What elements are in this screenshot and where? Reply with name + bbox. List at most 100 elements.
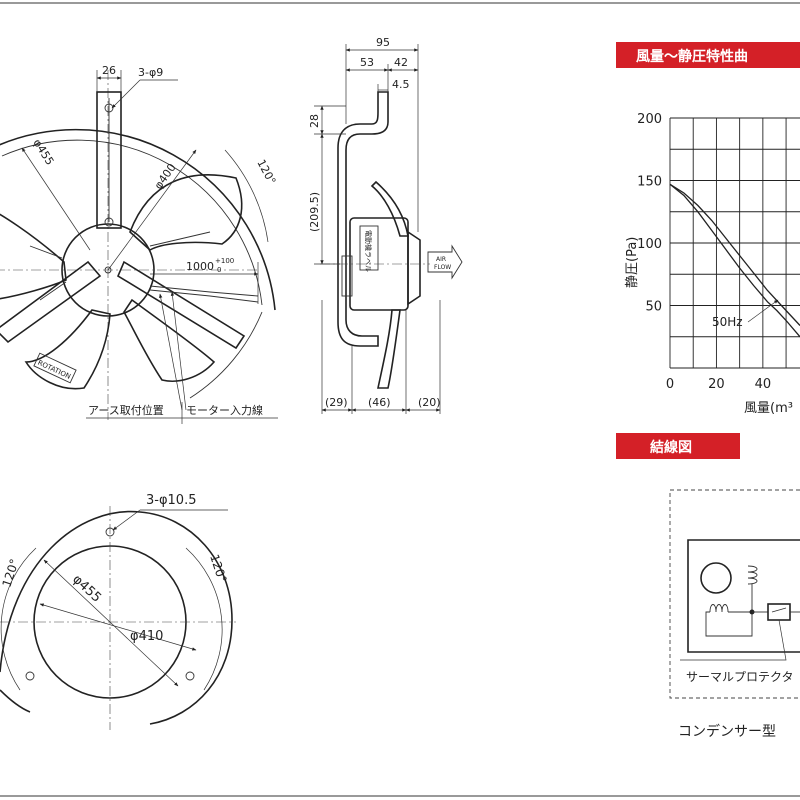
mount-hole-left	[25, 671, 35, 681]
thermal-protector-symbol	[767, 603, 791, 621]
chart-grid	[669, 117, 800, 369]
pq-chart: 風量～静圧特性曲 50 100 150 200 0 20 40 静圧(Pa) 風量(m³ 5…	[616, 42, 800, 416]
chart-xlabel: 風量(m³	[744, 401, 793, 416]
mount-angle-right-arc	[185, 547, 223, 691]
capacitor-type-label: コンデンサー型	[678, 723, 776, 740]
dim-28-text: 28	[308, 114, 321, 128]
lead-length-text: 1000	[186, 260, 214, 273]
chart-title-bar	[616, 42, 800, 68]
mount-dia-455-line	[43, 559, 179, 687]
blade-rib-2	[29, 245, 63, 259]
mount-holes-text: 3-φ10.5	[146, 493, 196, 508]
mount-angle-left-arc	[0, 547, 37, 691]
guard-ring-lower	[189, 311, 263, 399]
side-view: 電動機ラベル AIR FLOW 95 53 42 4.5 28 (209.5)	[308, 36, 463, 414]
dim-46-text: (46)	[368, 396, 391, 409]
holes-top-leader	[111, 79, 141, 109]
holes-top-text: 3-φ9	[138, 66, 163, 79]
angle-120-arc	[224, 149, 269, 243]
dia-455-line	[21, 147, 91, 251]
mount-ring-outer-left	[0, 689, 31, 713]
motor-input-label: モーター入力線	[186, 403, 263, 417]
mount-hole-right	[185, 671, 195, 681]
wiring-terminal-box	[687, 539, 800, 653]
fan-blade-lower-left	[24, 309, 111, 390]
series-50hz-leader	[747, 299, 779, 323]
chart-x-tick-label: 40	[755, 377, 772, 392]
top-bracket-arm	[96, 91, 122, 229]
dim-4-5-text: 4.5	[392, 78, 410, 91]
blade-rib-3	[39, 281, 67, 301]
side-hub-nose	[407, 230, 421, 306]
chart-x-tick-label: 20	[708, 377, 725, 392]
wiring-title-bar	[616, 433, 740, 459]
chart-y-tick-label: 150	[637, 175, 662, 190]
aux-coil-wire	[705, 611, 753, 637]
guard-ring-inner	[1, 139, 263, 306]
angle-120-text: 120°	[254, 157, 278, 187]
dim-29-text: (29)	[325, 396, 348, 409]
chart-y-tick-label: 100	[637, 237, 662, 252]
thermal-protector-label: サーマルプロテクタ	[686, 670, 794, 684]
mount-hole-top	[105, 527, 115, 537]
side-motor-label-text: 電動機ラベル	[364, 230, 373, 272]
wiring-diagram: 結線図 サーマルプロテクタ コンデンサー型	[616, 433, 800, 740]
lower-left-arm	[0, 260, 102, 344]
chart-title: 風量～静圧特性曲	[636, 48, 748, 65]
side-blade-upper	[370, 180, 409, 237]
airflow-arrow	[427, 244, 463, 280]
mount-view: 3-φ10.5 φ455 φ410 120° 120°	[0, 493, 236, 730]
chart-y-tick-label: 200	[637, 112, 662, 127]
side-motor-cap	[341, 255, 353, 297]
wiring-title: 結線図	[650, 439, 692, 456]
dia-400-line	[107, 149, 197, 271]
lower-right-arm	[116, 260, 246, 350]
protector-contact	[771, 607, 787, 613]
chart-ticks: 50 100 150 200 0 20 40	[637, 112, 771, 392]
airflow-line1: AIR	[436, 256, 446, 263]
dim-95-text: 95	[376, 36, 390, 49]
fan-blade-top-right	[129, 174, 243, 251]
protector-leader	[680, 619, 787, 661]
chart-y-tick-label: 50	[645, 300, 662, 315]
side-bracket	[337, 91, 389, 347]
fan-blade-lower-right	[123, 298, 216, 382]
front-view: ROTATION 26 3-φ9 φ455 φ400 120° 1000 +10…	[0, 64, 278, 424]
mount-ring-outer	[0, 510, 233, 725]
guard-ring-outer	[0, 128, 276, 311]
chart-series-line-2	[669, 183, 800, 326]
dim-53-text: 53	[360, 56, 374, 69]
mount-holes-leader	[112, 509, 141, 531]
dim-26-text: 26	[102, 64, 116, 77]
aux-coil-symbol	[709, 604, 729, 613]
series-50hz-label: 50Hz	[712, 315, 743, 329]
fan-blade-left	[0, 213, 67, 300]
chart-series	[669, 183, 800, 338]
airflow-line2: FLOW	[434, 264, 451, 271]
wiring-enclosure	[669, 489, 800, 699]
mount-angle-left-text: 120°	[0, 557, 22, 589]
motor-input-leader	[170, 291, 187, 411]
dim-42-text: 42	[394, 56, 408, 69]
dim-20-text: (20)	[418, 396, 441, 409]
earth-label: アース取付位置	[88, 403, 164, 417]
lead-tol-upper: +100	[215, 257, 234, 265]
capacitor-symbol	[700, 562, 732, 594]
motor-lead-wire-2	[149, 289, 259, 303]
dia-400-text: φ400	[152, 161, 179, 192]
side-blade-lower	[377, 309, 401, 389]
mount-dia-410-text: φ410	[130, 629, 163, 644]
main-coil-symbol	[747, 565, 758, 585]
blade-rib-1	[149, 231, 211, 247]
earth-leader	[159, 293, 183, 411]
top-bolt	[104, 217, 114, 227]
mount-dia-410-line	[39, 603, 197, 651]
lead-tol-lower: 0	[217, 266, 221, 274]
chart-ylabel: 静圧(Pa)	[625, 237, 640, 288]
motor-lead-wire	[149, 285, 259, 297]
dim-209-text: (209.5)	[308, 192, 321, 232]
chart-x-tick-label: 0	[666, 377, 674, 392]
chart-series-line-1	[669, 183, 800, 338]
side-motor-label	[359, 225, 379, 271]
